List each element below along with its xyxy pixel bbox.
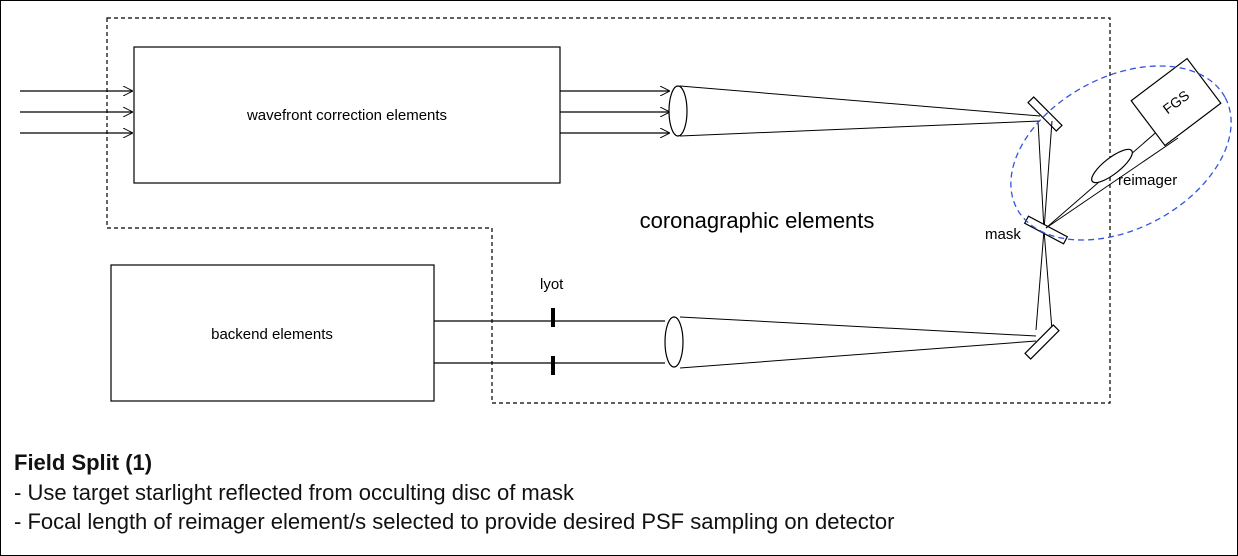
- mask-mirror: [1023, 215, 1069, 245]
- wavefront-correction-box: [133, 46, 561, 184]
- upper-fold-mirror: [1027, 96, 1063, 132]
- lower-lens: [664, 316, 684, 368]
- reimager-label: reimager: [1118, 172, 1177, 189]
- caption-bullet-1: - Use target starlight reflected from oc…: [14, 480, 574, 505]
- input-beam-arrows: [20, 91, 132, 133]
- mask-label: mask: [985, 226, 1021, 243]
- caption: Field Split (1) - Use target starlight r…: [14, 448, 894, 536]
- backend-elements-box: [110, 264, 435, 402]
- caption-bullet-2: - Focal length of reimager element/s sel…: [14, 509, 895, 534]
- coronagraphic-label: coronagraphic elements: [640, 208, 875, 233]
- field-split-group-outline: [1010, 65, 1232, 241]
- reimager-lens: [1091, 148, 1133, 184]
- lyot-label: lyot: [540, 276, 564, 293]
- upper-converging-beam: [679, 85, 1041, 137]
- backend-input-beams: [434, 320, 665, 364]
- wavefront-label: wavefront correction elements: [246, 107, 447, 124]
- lower-fold-mirror: [1024, 324, 1060, 360]
- vertical-beam: [1035, 120, 1053, 331]
- caption-title: Field Split (1): [14, 450, 153, 475]
- fgs-detector: FGS: [1130, 57, 1222, 147]
- coronagraphic-enclosure: [106, 17, 1111, 404]
- lower-diverging-beam: [679, 316, 1037, 369]
- wavefront-output-beams: [560, 91, 669, 133]
- upper-lens: [668, 85, 688, 137]
- backend-label: backend elements: [211, 326, 333, 343]
